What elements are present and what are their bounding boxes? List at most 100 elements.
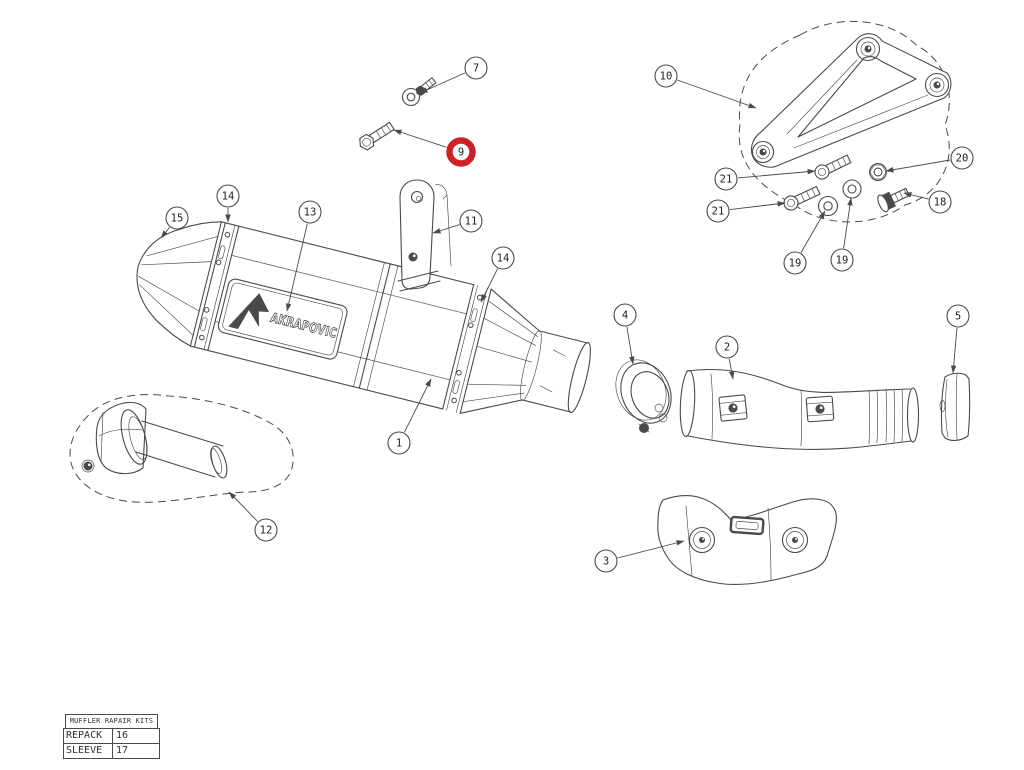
spring-tab-drawing — [805, 395, 835, 423]
callout-4[interactable]: 4 — [613, 303, 637, 327]
callout-number: 10 — [660, 71, 673, 83]
kits-table-title: MUFFLER RAPAIR KITS — [65, 714, 158, 729]
callout-12[interactable]: 12 — [254, 518, 278, 542]
callout-11[interactable]: 11 — [459, 209, 483, 233]
outlet-cone — [459, 288, 542, 414]
callout-2[interactable]: 2 — [715, 335, 739, 359]
callout-3[interactable]: 3 — [594, 549, 618, 573]
leader-line-19 — [843, 197, 853, 249]
hanger-bracket-drawing — [750, 33, 952, 168]
callout-18[interactable]: 18 — [928, 190, 952, 214]
callout-19[interactable]: 19 — [783, 251, 807, 275]
leader-line-14 — [480, 268, 499, 303]
callout-1[interactable]: 1 — [387, 431, 411, 455]
leader-line-21 — [729, 201, 786, 211]
hanger-bracket-kit-group — [738, 20, 952, 223]
callout-number: 14 — [497, 253, 510, 265]
leader-lines-layer — [160, 72, 958, 559]
callout-number: 19 — [789, 258, 802, 270]
kit-name-cell: SLEEVE — [66, 745, 103, 756]
leader-line-21 — [737, 168, 816, 179]
callout-number: 14 — [222, 191, 235, 203]
leader-line-1 — [403, 378, 432, 433]
kit-number-cell: 16 — [112, 729, 159, 743]
callout-7[interactable]: 7 — [464, 56, 488, 80]
leader-line-15 — [160, 227, 170, 239]
callout-9-highlighted[interactable]: 9 — [446, 137, 476, 167]
muffler-repair-kits-table: MUFFLER RAPAIR KITS REPACK 16 SLEEVE 17 — [63, 714, 160, 759]
leader-line-10 — [677, 79, 757, 109]
leader-line-4 — [626, 326, 635, 365]
callout-number: 1 — [396, 438, 402, 450]
table-row: SLEEVE 17 — [64, 743, 159, 758]
kits-table-body: REPACK 16 SLEEVE 17 — [63, 728, 160, 759]
inlet-pipe-stub-drawing — [135, 420, 228, 479]
muffler-mount-strap — [397, 179, 452, 292]
kit-name-cell: REPACK — [66, 730, 103, 741]
kit-number-cell: 17 — [112, 744, 159, 758]
leader-line-18 — [903, 192, 929, 200]
callout-number: 21 — [712, 206, 725, 218]
sleeve-5-drawing — [939, 372, 971, 441]
front-rivet-band — [193, 222, 240, 351]
callouts-layer: 7 9 15 14 13 11 14 1 12 10 21 21 19 19 20 18 4 2 5 3 — [165, 56, 974, 573]
leader-line-19 — [800, 210, 826, 253]
callout-number: 2 — [724, 342, 730, 354]
callout-number: 20 — [956, 153, 969, 165]
callout-21[interactable]: 21 — [714, 167, 738, 191]
spring-tab-drawing — [718, 394, 748, 422]
callout-number: 9 — [458, 147, 464, 159]
muffler-assembly-drawing: AKRAPOVIC — [136, 221, 591, 414]
heat-shield-drawing — [657, 495, 837, 585]
callout-number: 12 — [260, 525, 273, 537]
rear-rivet-band — [442, 284, 492, 414]
callout-14[interactable]: 14 — [216, 184, 240, 208]
flange-bolt-18-drawing — [877, 187, 910, 213]
callout-number: 7 — [473, 63, 479, 75]
callout-number: 21 — [720, 174, 733, 186]
nut-20-drawing — [869, 163, 887, 181]
callout-15[interactable]: 15 — [165, 206, 189, 230]
callout-number: 11 — [465, 216, 478, 228]
end-cap-kit-group — [69, 394, 294, 503]
callout-5[interactable]: 5 — [946, 304, 970, 328]
callout-number: 13 — [304, 207, 317, 219]
leader-line-2 — [728, 358, 735, 380]
akrapovic-arrow-logo-icon — [228, 293, 269, 330]
leader-line-9 — [393, 129, 447, 148]
callout-number: 5 — [955, 311, 961, 323]
callout-21[interactable]: 21 — [706, 199, 730, 223]
callout-20[interactable]: 20 — [950, 146, 974, 170]
callout-number: 4 — [622, 310, 628, 322]
shield-slot — [729, 515, 765, 536]
leader-line-5 — [950, 327, 958, 374]
callout-14[interactable]: 14 — [491, 246, 515, 270]
leader-line-11 — [432, 224, 460, 234]
callout-number: 3 — [603, 556, 609, 568]
socket-bolt-21b-drawing — [783, 185, 821, 211]
leader-line-7 — [419, 72, 466, 94]
outlet-pipe — [521, 330, 591, 414]
logo-badge: AKRAPOVIC — [217, 278, 348, 360]
end-cap-drawing — [81, 401, 148, 475]
callout-number: 18 — [934, 197, 947, 209]
washer-19b-drawing — [842, 179, 862, 199]
callout-number: 15 — [171, 213, 184, 225]
leader-line-3 — [617, 540, 685, 559]
leader-line-12 — [228, 491, 258, 522]
callout-13[interactable]: 13 — [298, 200, 322, 224]
bolt-9-drawing — [359, 121, 395, 151]
clamp-4-drawing — [615, 359, 672, 433]
callout-number: 19 — [836, 255, 849, 267]
callout-19[interactable]: 19 — [830, 248, 854, 272]
bolt-7-drawing — [401, 77, 437, 107]
leader-line-20 — [885, 159, 951, 173]
table-row: REPACK 16 — [64, 729, 159, 743]
socket-bolt-21a-drawing — [814, 154, 852, 180]
leader-line-13 — [286, 223, 308, 312]
bracket-kit-dashed-outline — [738, 20, 950, 223]
link-pipe-drawing — [679, 368, 920, 450]
callout-10[interactable]: 10 — [654, 64, 678, 88]
